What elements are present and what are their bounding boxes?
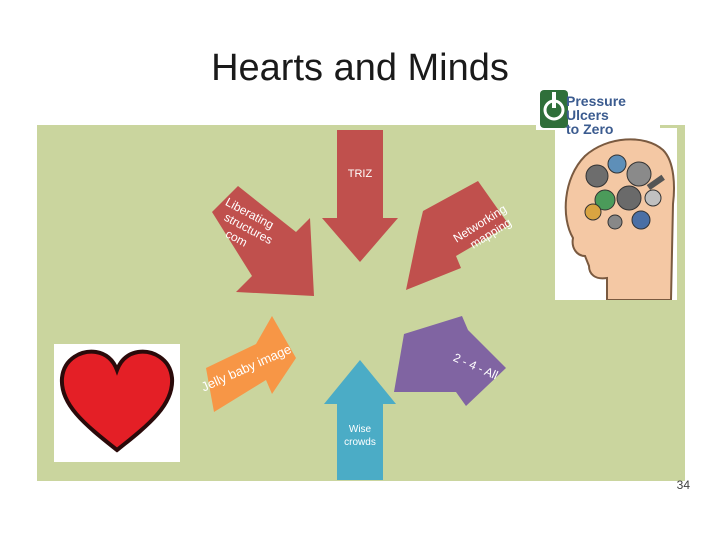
logo-line-2: to Zero: [566, 121, 614, 137]
brain-gears-icon: [564, 138, 675, 301]
pressure-ulcers-logo-icon: [540, 90, 568, 128]
arrow-networking: Networking mapping: [406, 181, 514, 290]
arrow-triz: TRIZ: [322, 130, 398, 262]
arrow-wise-crowds: Wise crowds: [324, 360, 396, 480]
pressure-ulcers-logo: Pressure Ulcers to Zero: [536, 88, 660, 136]
logo-line-1: Pressure Ulcers: [566, 93, 626, 123]
heart-icon: [59, 349, 175, 453]
arrow-triz-label: TRIZ: [348, 168, 373, 180]
arrow-liberating-structures: Liberating structures com: [212, 186, 314, 296]
heart-image: [54, 344, 180, 462]
arrow-jelly-baby: Jelly baby image: [199, 316, 296, 412]
arrow-wise-crowds-label-2: crowds: [344, 437, 376, 448]
arrow-2-4-all: 2 - 4 - All: [394, 316, 506, 406]
brain-gears-image: [555, 128, 677, 301]
logo-text: Pressure Ulcers to Zero: [566, 94, 660, 136]
arrow-wise-crowds-label-1: Wise: [349, 424, 372, 435]
page-number: 34: [676, 478, 690, 492]
slide-title: Hearts and Minds: [211, 47, 509, 89]
